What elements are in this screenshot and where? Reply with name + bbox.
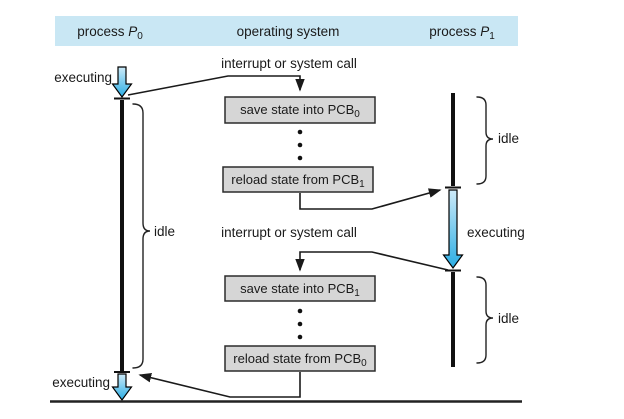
box-save-state-pcb1-label: save state into PCB1	[240, 281, 360, 299]
interrupt-label-middle: interrupt or system call	[221, 225, 357, 240]
executing-label-p0-bottom: executing	[52, 375, 110, 390]
p1-subscript: 1	[489, 31, 495, 42]
ellipsis-dots-bottom	[297, 308, 303, 340]
p0-symbol: P	[128, 24, 137, 39]
box-save-state-pcb0	[224, 96, 376, 124]
idle-label-p0: idle	[154, 224, 175, 239]
executing-label-p0-top: executing	[54, 70, 112, 85]
idle-label-p1-top: idle	[498, 131, 519, 146]
header-process-p0: process P0	[77, 24, 143, 42]
p1-symbol: P	[480, 24, 489, 39]
idle-brace-p0	[132, 103, 151, 369]
ellipsis-dots-top	[297, 129, 303, 161]
executing-arrow-p1	[442, 189, 464, 270]
executing-arrow-p0-bottom	[111, 373, 133, 402]
interrupt-label-top: interrupt or system call	[221, 56, 357, 71]
idle-brace-p1-top	[476, 96, 494, 185]
idle-label-p1-bottom: idle	[498, 311, 519, 326]
arrow-p0-to-save-pcb0	[127, 75, 305, 96]
arrow-p1-to-save-pcb1	[295, 251, 449, 272]
box-reload-state-pcb0	[224, 345, 376, 372]
box-reload-state-pcb1	[222, 166, 374, 193]
box-reload-state-pcb1-label: reload state from PCB1	[231, 172, 365, 190]
idle-brace-p1-bottom	[476, 276, 494, 364]
box-save-state-pcb0-label: save state into PCB0	[240, 102, 360, 120]
p0-subscript: 0	[137, 31, 143, 42]
arrow-reload-pcb0-to-p0	[138, 372, 301, 398]
arrow-reload-pcb1-to-p1	[299, 188, 442, 210]
box-save-state-pcb1	[224, 275, 376, 302]
header-operating-system: operating system	[237, 24, 340, 39]
box-reload-state-pcb0-label: reload state from PCB0	[233, 351, 367, 369]
executing-arrow-p0-top	[111, 66, 133, 99]
executing-label-p1: executing	[467, 225, 525, 240]
header-band	[55, 16, 518, 46]
header-process-p1: process P1	[429, 24, 495, 42]
